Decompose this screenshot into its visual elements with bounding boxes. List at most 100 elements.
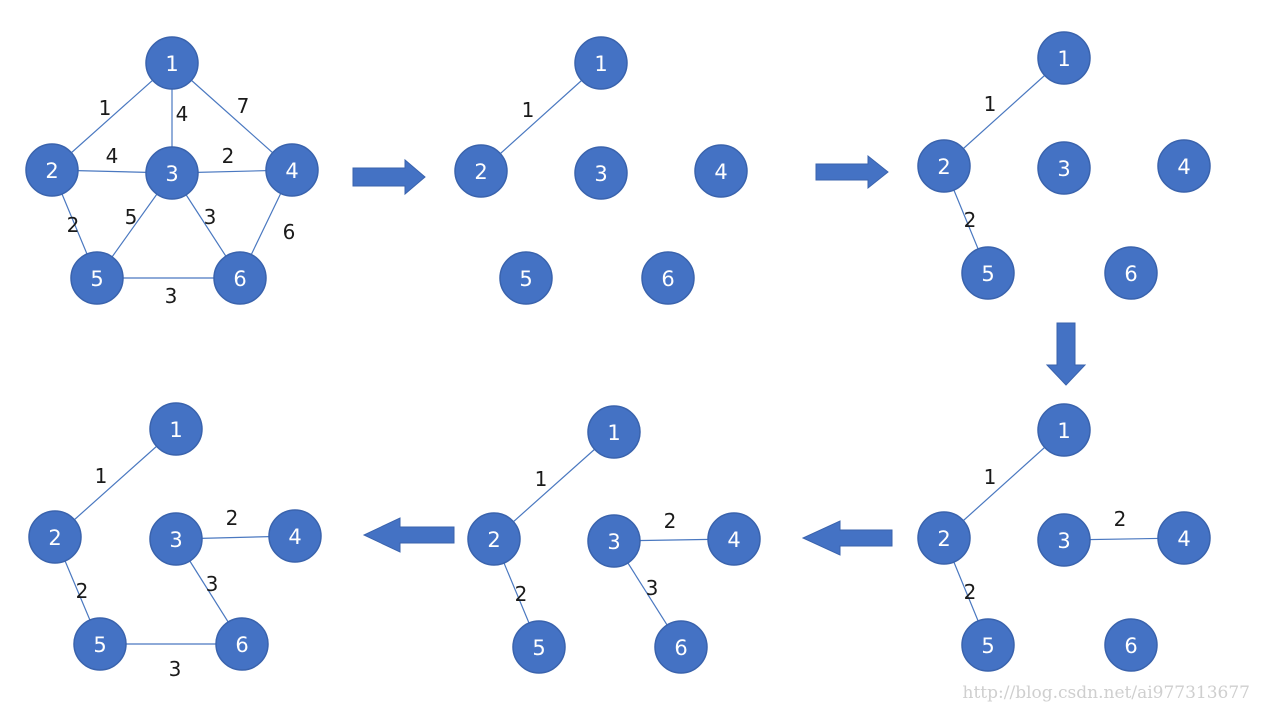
- step-1-edge-1-2: [480, 62, 602, 172]
- step-3-node-circle-3: [1037, 513, 1091, 567]
- final-tree-weight-1-2: 1: [95, 464, 108, 488]
- step-4-node-label-4: 4: [727, 528, 740, 552]
- step-2-node-label-6: 6: [1124, 262, 1137, 286]
- step-4-weight-3-6: 3: [646, 576, 659, 600]
- final-tree-node-circle-6: [215, 617, 269, 671]
- step-4-node-3: 3: [587, 514, 641, 568]
- final-tree-node-circle-3: [149, 512, 203, 566]
- original-graph-weight-3-4: 2: [222, 144, 235, 168]
- original-graph-node-circle-1: [145, 36, 199, 90]
- step-1-node-2: 2: [454, 144, 508, 198]
- step-4-node-circle-1: [587, 405, 641, 459]
- step-4-node-1: 1: [587, 405, 641, 459]
- step-3-edge-1-2: [943, 429, 1065, 539]
- original-graph-node-label-4: 4: [285, 159, 298, 183]
- step-4-node-6: 6: [654, 620, 708, 674]
- step-4-node-label-1: 1: [607, 421, 620, 445]
- original-graph-weight-1-4: 7: [237, 94, 250, 118]
- final-tree-node-6: 6: [215, 617, 269, 671]
- final-tree-weight-3-6: 3: [206, 572, 219, 596]
- step-2-node-6: 6: [1104, 246, 1158, 300]
- original-graph-node-1: 1: [145, 36, 199, 90]
- final-tree-node-circle-4: [268, 509, 322, 563]
- step-1-node-label-2: 2: [474, 160, 487, 184]
- step-1-node-4: 4: [694, 144, 748, 198]
- step-2-node-circle-4: [1157, 139, 1211, 193]
- step-4-node-5: 5: [512, 620, 566, 674]
- original-graph-weight-2-3: 4: [106, 144, 119, 168]
- step-4-node-circle-6: [654, 620, 708, 674]
- step-3-node-3: 3: [1037, 513, 1091, 567]
- step-3-node-2: 2: [917, 511, 971, 565]
- step-3-node-circle-1: [1037, 403, 1091, 457]
- original-graph-to-step-1-arrow-right-icon: [352, 158, 426, 196]
- final-tree-edge-1-2: [54, 428, 177, 538]
- step-2-node-circle-3: [1037, 141, 1091, 195]
- step-4-node-circle-2: [467, 512, 521, 566]
- step-3-node-label-1: 1: [1057, 419, 1070, 443]
- step-4-node-label-2: 2: [487, 528, 500, 552]
- step-3-node-1: 1: [1037, 403, 1091, 457]
- step-2-node-5: 5: [961, 246, 1015, 300]
- original-graph-node-2: 2: [25, 143, 79, 197]
- final-tree-node-label-6: 6: [235, 633, 248, 657]
- final-tree-node-2: 2: [28, 510, 82, 564]
- final-tree-node-circle-5: [73, 617, 127, 671]
- original-graph-weight-3-6: 3: [204, 205, 217, 229]
- final-tree-node-circle-2: [28, 510, 82, 564]
- step-2-node-label-4: 4: [1177, 155, 1190, 179]
- step-4-node-label-6: 6: [674, 636, 687, 660]
- original-graph-node-6: 6: [213, 251, 267, 305]
- step-2-node-label-3: 3: [1057, 157, 1070, 181]
- step-3-node-5: 5: [961, 618, 1015, 672]
- final-tree-node-1: 1: [149, 402, 203, 456]
- step-2-node-label-1: 1: [1057, 47, 1070, 71]
- original-graph-node-5: 5: [70, 251, 124, 305]
- original-graph-node-label-6: 6: [233, 267, 246, 291]
- step-3-node-circle-6: [1104, 618, 1158, 672]
- step-1-node-circle-6: [641, 251, 695, 305]
- step-4-node-label-3: 3: [607, 530, 620, 554]
- step-4-node-circle-3: [587, 514, 641, 568]
- step-2-node-circle-2: [917, 139, 971, 193]
- step-1-node-circle-1: [574, 36, 628, 90]
- step-2-node-label-5: 5: [981, 262, 994, 286]
- original-graph-node-3: 3: [145, 146, 199, 200]
- step-3-node-label-5: 5: [981, 634, 994, 658]
- original-graph-node-circle-3: [145, 146, 199, 200]
- step-3-node-label-2: 2: [937, 527, 950, 551]
- original-graph-node-circle-5: [70, 251, 124, 305]
- step-3-node-label-6: 6: [1124, 634, 1137, 658]
- step-3-weight-2-5: 2: [964, 580, 977, 604]
- original-graph-weight-3-5: 5: [125, 205, 138, 229]
- step-4-node-2: 2: [467, 512, 521, 566]
- final-tree-weight-2-5: 2: [76, 579, 89, 603]
- step-3-node-circle-4: [1157, 511, 1211, 565]
- final-tree-node-circle-1: [149, 402, 203, 456]
- step-2-weight-1-2: 1: [984, 92, 997, 116]
- step-2-weight-2-5: 2: [964, 208, 977, 232]
- step-2-edge-1-2: [943, 57, 1065, 167]
- original-graph-weight-1-3: 4: [176, 102, 189, 126]
- step-1-node-circle-3: [574, 146, 628, 200]
- original-graph-node-circle-6: [213, 251, 267, 305]
- original-graph-node-label-3: 3: [165, 162, 178, 186]
- step-2-node-label-2: 2: [937, 155, 950, 179]
- step-2-node-1: 1: [1037, 31, 1091, 85]
- step-1-to-step-2-arrow-right-icon: [815, 154, 889, 190]
- arrows-layer: [352, 154, 1087, 556]
- step-4-node-circle-5: [512, 620, 566, 674]
- original-graph-edge-1-4: [171, 62, 293, 171]
- step-1-node-1: 1: [574, 36, 628, 90]
- step-1-node-label-4: 4: [714, 160, 727, 184]
- watermark-text: http://blog.csdn.net/ai977313677: [963, 683, 1250, 703]
- step-3-node-label-3: 3: [1057, 529, 1070, 553]
- step-1-node-circle-5: [499, 251, 553, 305]
- step-3-weight-3-4: 2: [1114, 507, 1127, 531]
- step-2-node-circle-5: [961, 246, 1015, 300]
- step-2-node-2: 2: [917, 139, 971, 193]
- final-tree-node-5: 5: [73, 617, 127, 671]
